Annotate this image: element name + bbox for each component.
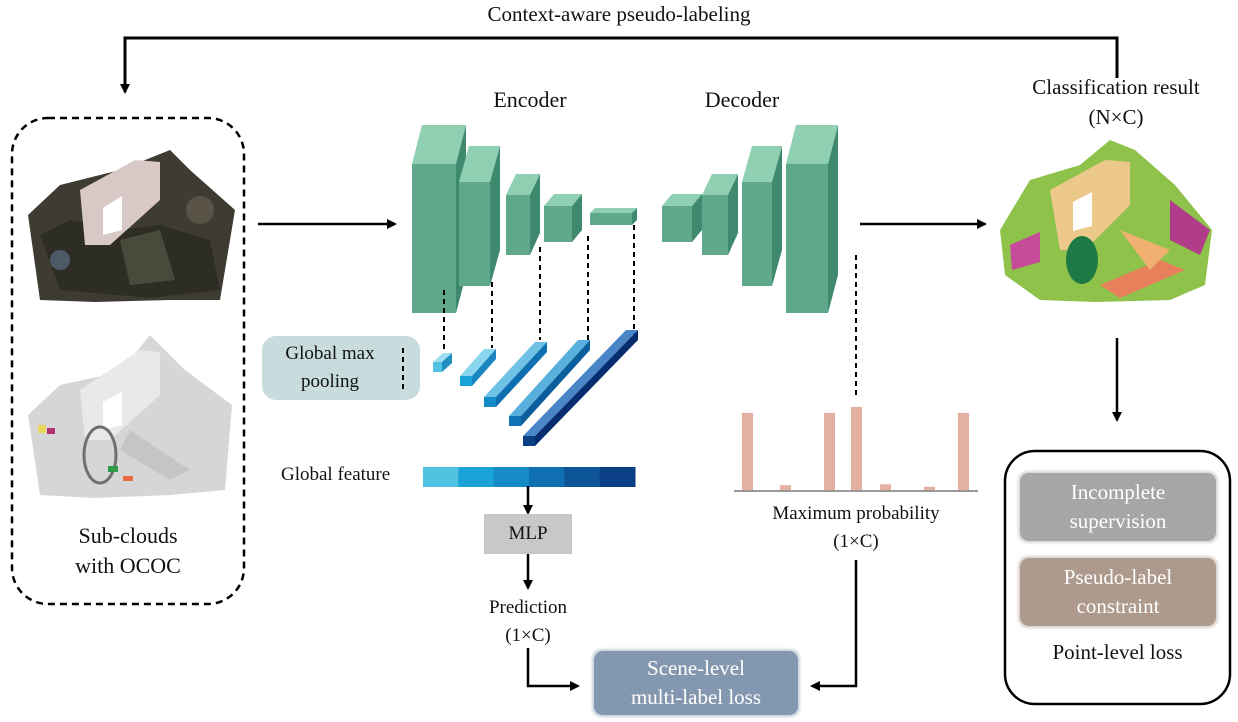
subcloud-gray-image [28,335,232,498]
prediction-line1: Prediction [488,597,568,618]
encoder-label: Encoder [493,87,567,112]
incomplete-line1: Incomplete [1070,480,1166,504]
mlp-label: MLP [508,523,548,544]
incomplete-supervision-label: Incomplete supervision [1020,473,1216,541]
max-probability-bar [958,412,969,491]
global-feature-segment [564,467,601,487]
encoder-blocks [412,125,637,313]
global-feature-segment [423,467,459,487]
subclouds-caption: Sub-clouds with OCOC [12,521,244,581]
global-max-pooling-line1: Global max [285,343,375,364]
max-probability-line2: (1×C) [833,531,879,552]
pseudo-line2: constraint [1076,594,1160,618]
incomplete-line2: supervision [1069,509,1167,533]
incomplete-box [1020,473,1216,541]
max-probability-bar [742,412,753,491]
point-level-loss-label: Point-level loss [1052,640,1183,664]
max-probability-bar [780,485,791,491]
subclouds-caption-line2: with OCOC [75,553,181,578]
pseudo-line1: Pseudo-label [1063,565,1173,589]
mlp-box [484,514,572,554]
global-max-pooling-label: Global max pooling [266,340,394,396]
decoder-label: Decoder [704,87,780,112]
scene-loss-box [594,651,798,715]
global-feature-segment [458,467,495,487]
maxprob-to-loss-arrow [810,560,858,691]
prediction-line2: (1×C) [505,625,551,646]
prediction-to-loss-arrow [526,648,580,691]
scene-loss-line2: multi-label loss [630,685,762,709]
context-pseudo-labeling-label: Context-aware pseudo-labeling [487,2,751,26]
max-probability-line1: Maximum probability [772,503,940,524]
max-probability-bar [880,484,891,491]
global-feature-segment [529,467,565,487]
context-loop-arrow [120,36,1119,94]
classification-result-label: Classification result (N×C) [996,72,1236,132]
pooling-connectors [443,225,857,398]
max-probability-bar [824,412,835,491]
prediction-label: Prediction (1×C) [458,594,598,650]
global-feature-segment [599,467,636,487]
global-max-pooling-box [262,336,420,400]
max-probability-bar [851,407,862,491]
pseudo-label-constraint-label: Pseudo-label constraint [1020,558,1216,626]
scene-loss-label: Scene-level multi-label loss [594,651,798,715]
classification-result-image [1000,140,1212,302]
global-feature-bar [423,467,636,487]
classification-result-line1: Classification result [1032,75,1200,99]
max-probability-label: Maximum probability (1×C) [736,500,976,556]
global-feature-segment [493,467,530,487]
max-probability-chart [742,407,969,491]
decoder-blocks [662,125,838,313]
global-max-pooling-line2: pooling [300,371,360,392]
max-probability-bar [924,486,935,491]
pseudo-box [1020,558,1216,626]
classification-result-line2: (N×C) [1088,105,1144,129]
scene-loss-line1: Scene-level [647,656,745,680]
subclouds-panel [10,116,246,606]
pooled-feature-rods [433,330,638,446]
subclouds-caption-line1: Sub-clouds [78,523,178,548]
global-feature-label: Global feature [281,464,391,485]
subcloud-color-image [28,150,235,302]
